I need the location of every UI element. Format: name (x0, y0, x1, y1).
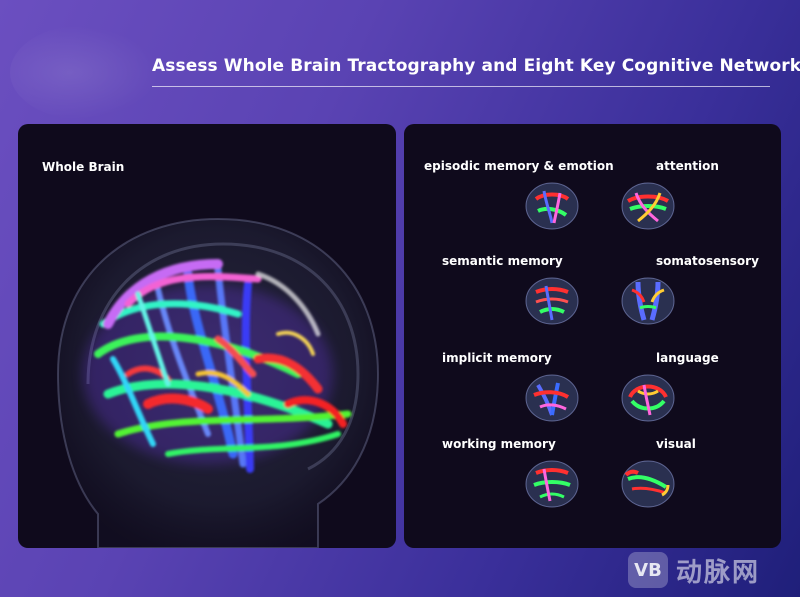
semantic-memory-brain-icon (525, 277, 579, 325)
title-divider (152, 86, 770, 87)
decorative-blob (10, 25, 160, 120)
network-visual: visual (621, 437, 781, 537)
watermark: VB 动脉网 (628, 548, 798, 592)
network-label-working-memory: working memory (442, 437, 556, 451)
network-implicit-memory: implicit memory (442, 351, 622, 451)
whole-brain-label: Whole Brain (42, 160, 125, 174)
network-working-memory: working memory (442, 437, 622, 537)
watermark-logo: VB (628, 552, 668, 588)
whole-brain-tractography-image (56, 217, 380, 548)
network-label-language: language (656, 351, 719, 365)
episodic-memory-brain-icon (525, 182, 579, 230)
network-label-semantic-memory: semantic memory (442, 254, 563, 268)
network-label-visual: visual (656, 437, 696, 451)
somatosensory-brain-icon (621, 277, 675, 325)
network-label-episodic-memory: episodic memory & emotion (424, 159, 614, 173)
page-title: Assess Whole Brain Tractography and Eigh… (152, 56, 800, 76)
working-memory-brain-icon (525, 460, 579, 508)
network-label-implicit-memory: implicit memory (442, 351, 552, 365)
watermark-text: 动脉网 (676, 557, 761, 588)
network-label-attention: attention (656, 159, 719, 173)
visual-brain-icon (621, 460, 675, 508)
network-somatosensory: somatosensory (621, 254, 781, 354)
network-language: language (621, 351, 781, 451)
network-semantic-memory: semantic memory (442, 254, 622, 354)
network-attention: attention (621, 159, 781, 259)
network-label-somatosensory: somatosensory (656, 254, 759, 268)
implicit-memory-brain-icon (525, 374, 579, 422)
whole-brain-panel: Whole Brain (18, 124, 396, 548)
network-episodic-memory: episodic memory & emotion (424, 159, 614, 259)
attention-brain-icon (621, 182, 675, 230)
language-brain-icon (621, 374, 675, 422)
cognitive-networks-panel: episodic memory & emotion attention sema… (404, 124, 781, 548)
